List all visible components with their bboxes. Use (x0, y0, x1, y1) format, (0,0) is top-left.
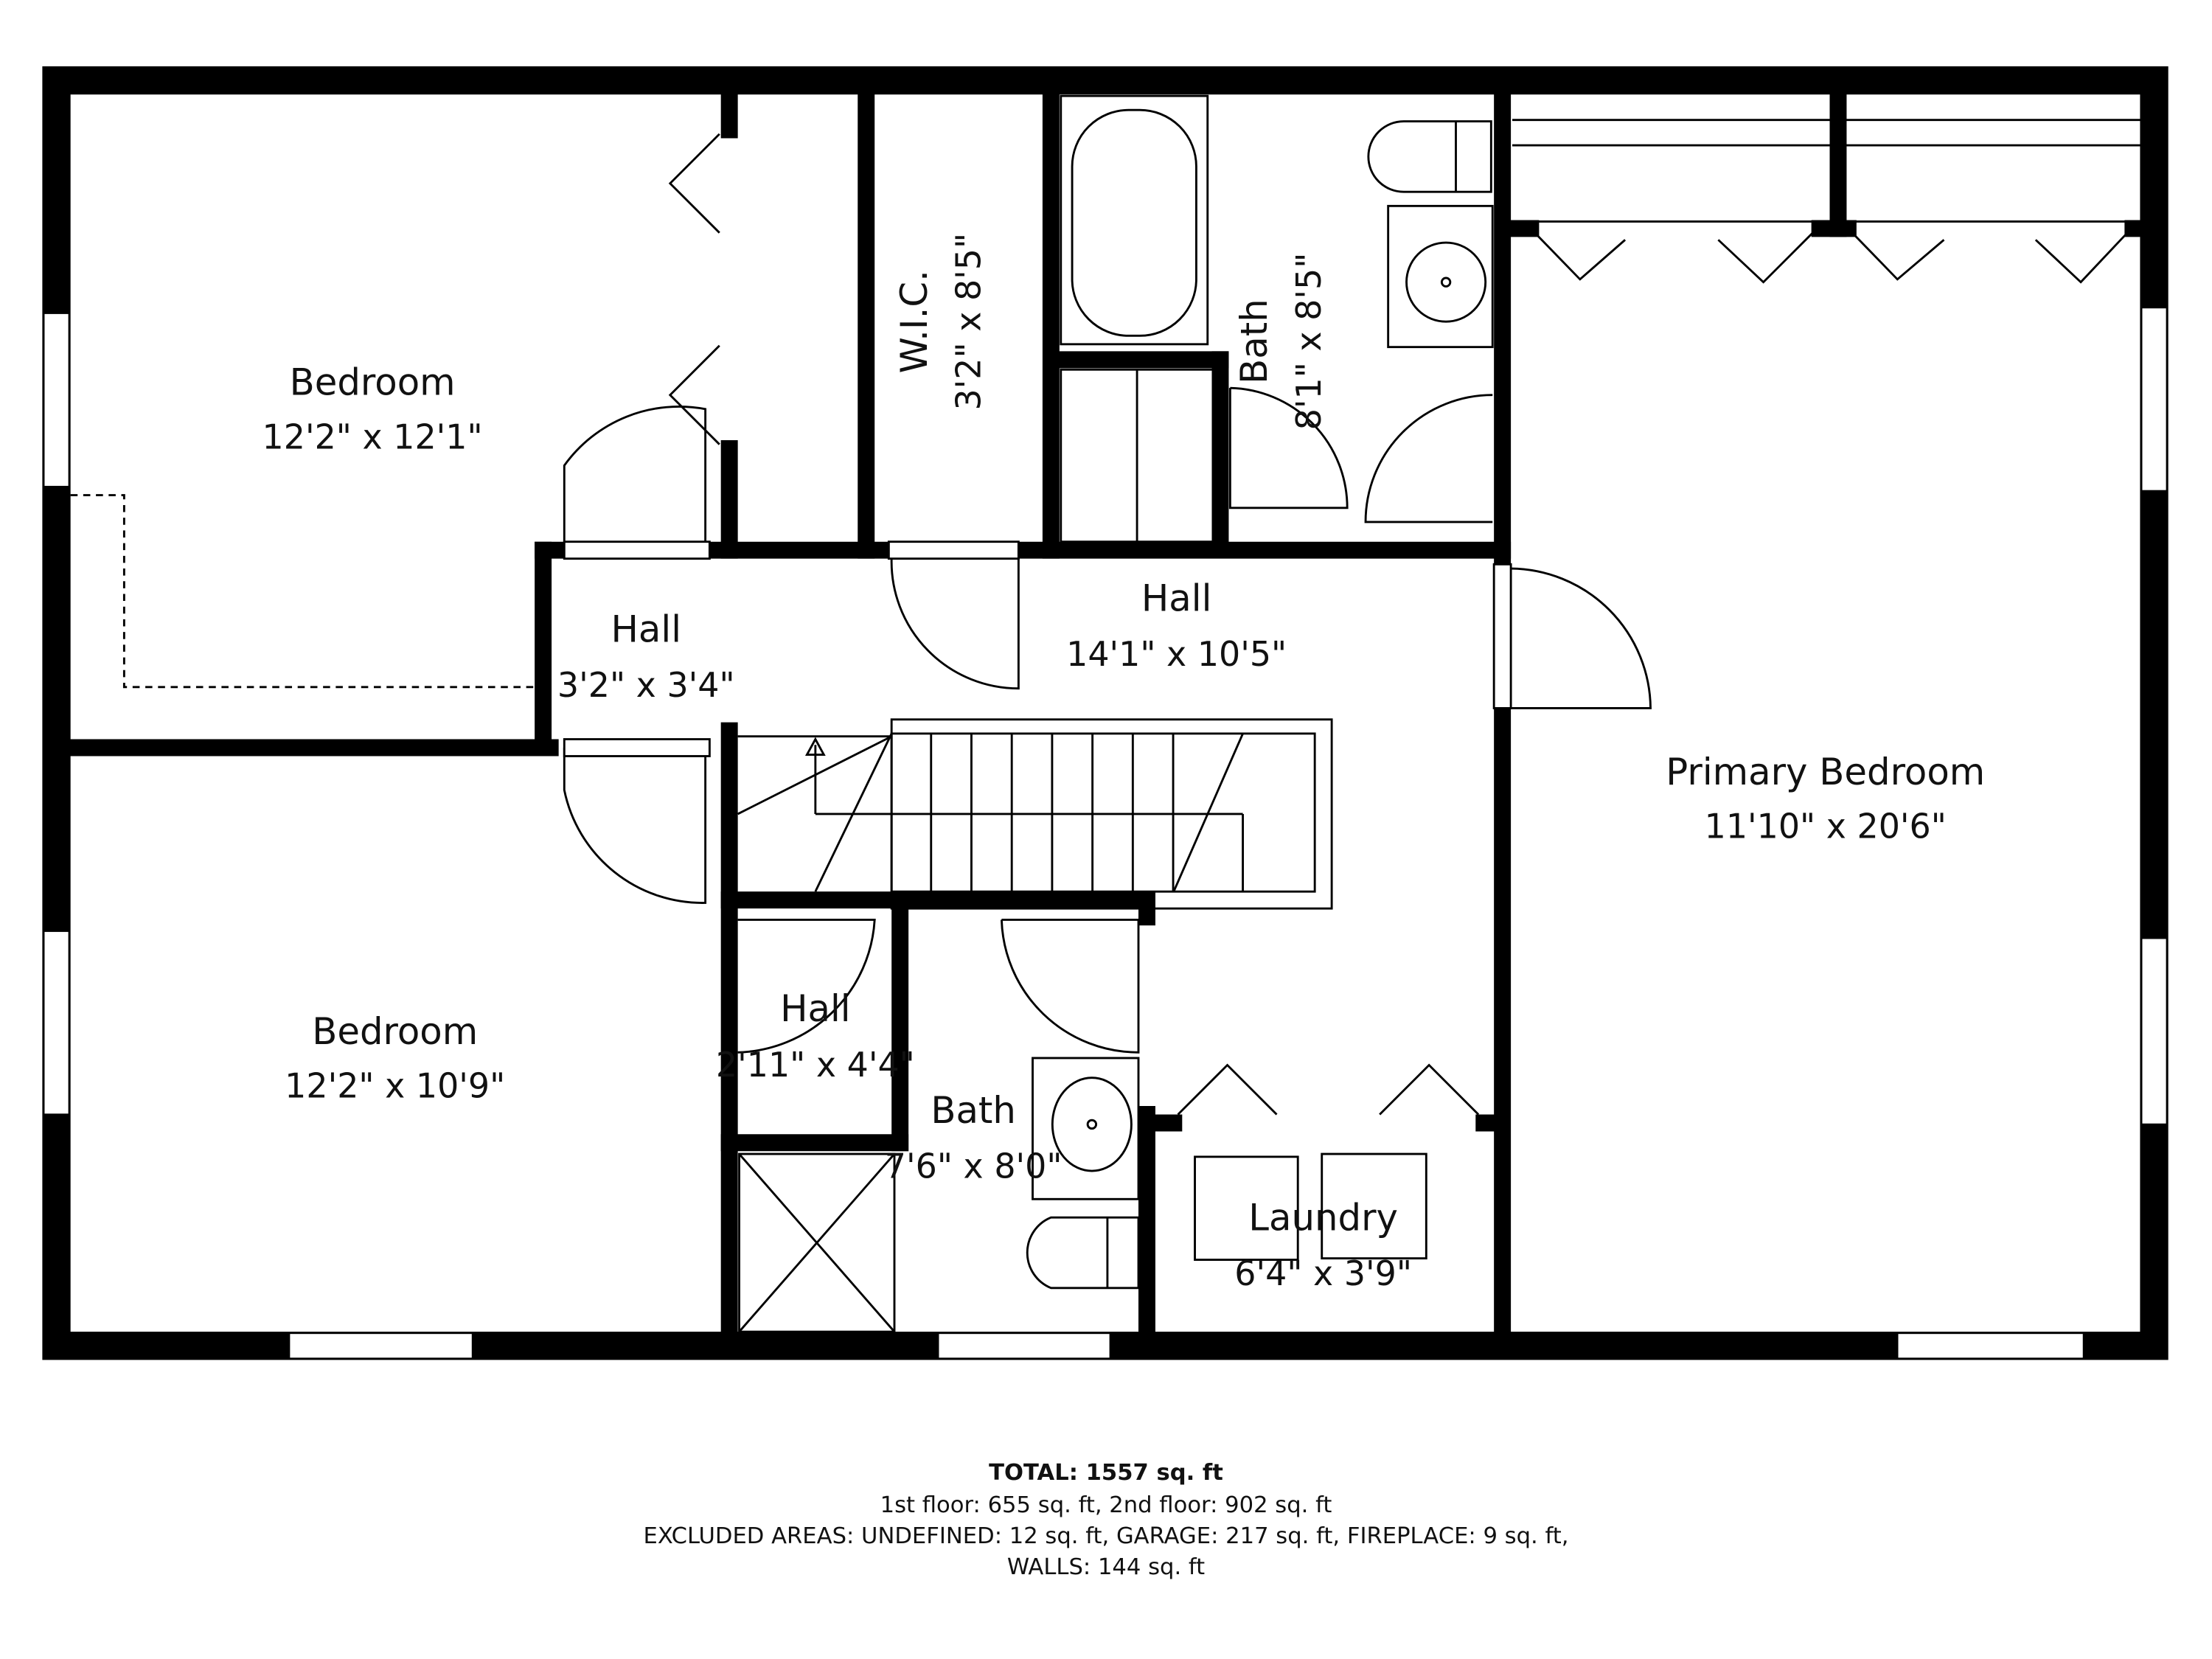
door-frame (563, 540, 711, 560)
window (2140, 306, 2168, 492)
window (43, 312, 70, 488)
room-dims-hall-main: 14'1" x 10'5" (1066, 634, 1287, 674)
sink (1051, 1077, 1133, 1172)
room-name-bedroom-bottom: Bedroom (312, 1010, 478, 1053)
door-swing (1000, 919, 1140, 1054)
toilet (1367, 120, 1492, 193)
bathtub (1060, 94, 1209, 346)
bathtub-basin (1071, 108, 1197, 337)
sink-vanity (1032, 1057, 1140, 1200)
room-dims-bath-top: 8'1" x 8'5" (1289, 253, 1329, 431)
room-name-wic: W.I.C. (893, 270, 936, 373)
room-dims-bedroom-top: 12'2" x 12'1" (262, 417, 483, 456)
staircase (737, 718, 1333, 910)
window (2140, 937, 2168, 1126)
room-name-bath-top: Bath (1233, 299, 1276, 384)
door-frame (1492, 563, 1512, 709)
room-dims-hall-lower: 2'11" x 4'4" (716, 1045, 915, 1085)
door-swing (563, 406, 707, 551)
door-swing (737, 919, 876, 1054)
bifold-door (1534, 232, 2129, 284)
room-name-hall-small: Hall (611, 608, 682, 651)
room-dims-bath-lower: 7'6" x 8'0" (885, 1147, 1062, 1186)
toilet (1026, 1216, 1140, 1290)
door-swing (890, 558, 1020, 690)
room-dims-wic: 3'2" x 8'5" (949, 233, 989, 411)
shower (738, 1152, 896, 1333)
door-swing (1511, 567, 1652, 709)
room-name-bedroom-top: Bedroom (290, 361, 456, 404)
dryer (1321, 1152, 1427, 1260)
washer (1194, 1155, 1299, 1261)
door-swing (563, 748, 707, 904)
room-dims-hall-small: 3'2" x 3'4" (557, 665, 735, 705)
total-area: TOTAL: 1557 sq. ft (989, 1460, 1223, 1486)
room-dims-bedroom-bottom: 12'2" x 10'9" (285, 1066, 505, 1106)
interior-walls (56, 80, 2153, 1349)
windows (43, 306, 2168, 1360)
window (43, 930, 70, 1116)
window (288, 1332, 474, 1360)
sink (1405, 241, 1487, 323)
undefined-area (70, 494, 537, 689)
sink-vanity (1387, 204, 1494, 349)
room-dims-laundry: 6'4" x 3'9" (1234, 1253, 1412, 1293)
door-swing (1228, 386, 1349, 509)
window (1896, 1332, 2085, 1360)
room-name-primary-bedroom: Primary Bedroom (1666, 751, 1985, 793)
stair-arrow-icon (804, 737, 826, 757)
floor-areas: 1st floor: 655 sq. ft, 2nd floor: 902 sq… (880, 1492, 1332, 1518)
room-name-laundry: Laundry (1248, 1196, 1398, 1239)
walls-area: WALLS: 144 sq. ft (1007, 1554, 1205, 1580)
bifold-door (1177, 1063, 1480, 1116)
room-dims-primary-bedroom: 11'10" x 20'6" (1705, 806, 1947, 846)
door-swing (1364, 394, 1493, 524)
room-labels: Bedroom 12'2" x 12'1" Bedroom 12'2" x 10… (262, 233, 1986, 1293)
doors (563, 119, 2142, 1116)
door-frame (563, 738, 711, 757)
door-frame (887, 540, 1020, 560)
fixtures (70, 94, 1494, 1333)
area-summary: TOTAL: 1557 sq. ft 1st floor: 655 sq. ft… (644, 1460, 1569, 1580)
excluded-areas: EXCLUDED AREAS: UNDEFINED: 12 sq. ft, GA… (644, 1523, 1569, 1549)
room-name-hall-main: Hall (1141, 577, 1212, 619)
bifold-door (668, 133, 720, 445)
window (937, 1332, 1111, 1360)
exterior-walls (42, 66, 2168, 1360)
room-name-hall-lower: Hall (780, 987, 851, 1030)
room-name-bath-lower: Bath (931, 1089, 1016, 1132)
